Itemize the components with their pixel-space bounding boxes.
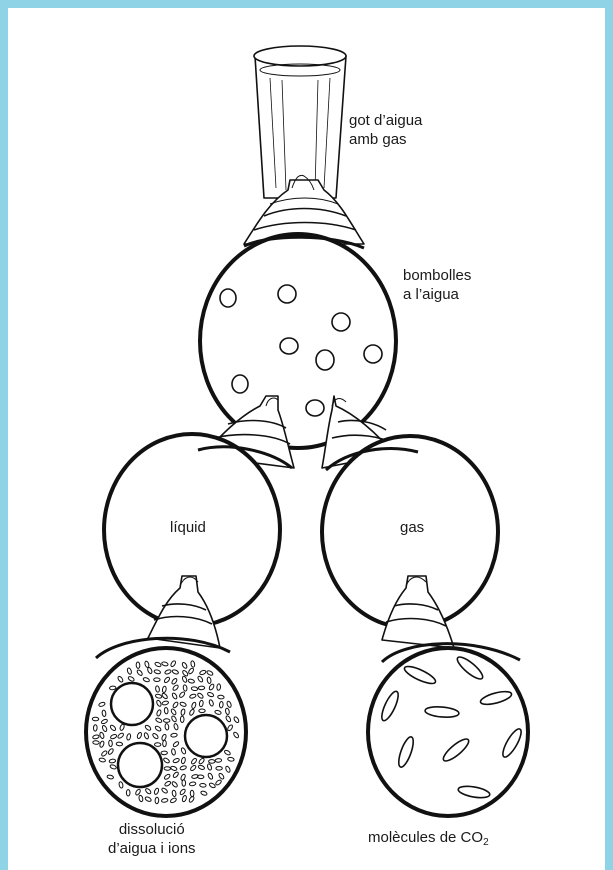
glass-label: got d’aigua amb gas xyxy=(349,111,422,149)
liquid-label: líquid xyxy=(170,518,206,537)
co2-label-subscript: 2 xyxy=(483,837,489,848)
glass-label-line1: got d’aigua xyxy=(349,111,422,130)
bubbles-label-line1: bombolles xyxy=(403,266,471,285)
solution-label-line2: d’aigua i ions xyxy=(108,839,196,858)
bubbles-label-line2: a l’aigua xyxy=(403,285,471,304)
solution-label-line1: dissolució xyxy=(108,820,196,839)
bubbles-circle xyxy=(200,234,396,448)
co2-label-text: molècules de CO xyxy=(368,829,483,846)
bubbles-label: bombolles a l’aigua xyxy=(403,266,471,304)
magnification-diagram xyxy=(8,8,605,870)
glass-label-line2: amb gas xyxy=(349,130,422,149)
gas-label: gas xyxy=(400,518,424,537)
diagram-frame: got d’aigua amb gas bombolles a l’aigua … xyxy=(8,8,605,870)
solution-circle xyxy=(86,638,246,816)
co2-circle xyxy=(368,644,528,816)
co2-label: molècules de CO2 xyxy=(368,828,489,852)
solution-label: dissolució d’aigua i ions xyxy=(108,820,196,858)
